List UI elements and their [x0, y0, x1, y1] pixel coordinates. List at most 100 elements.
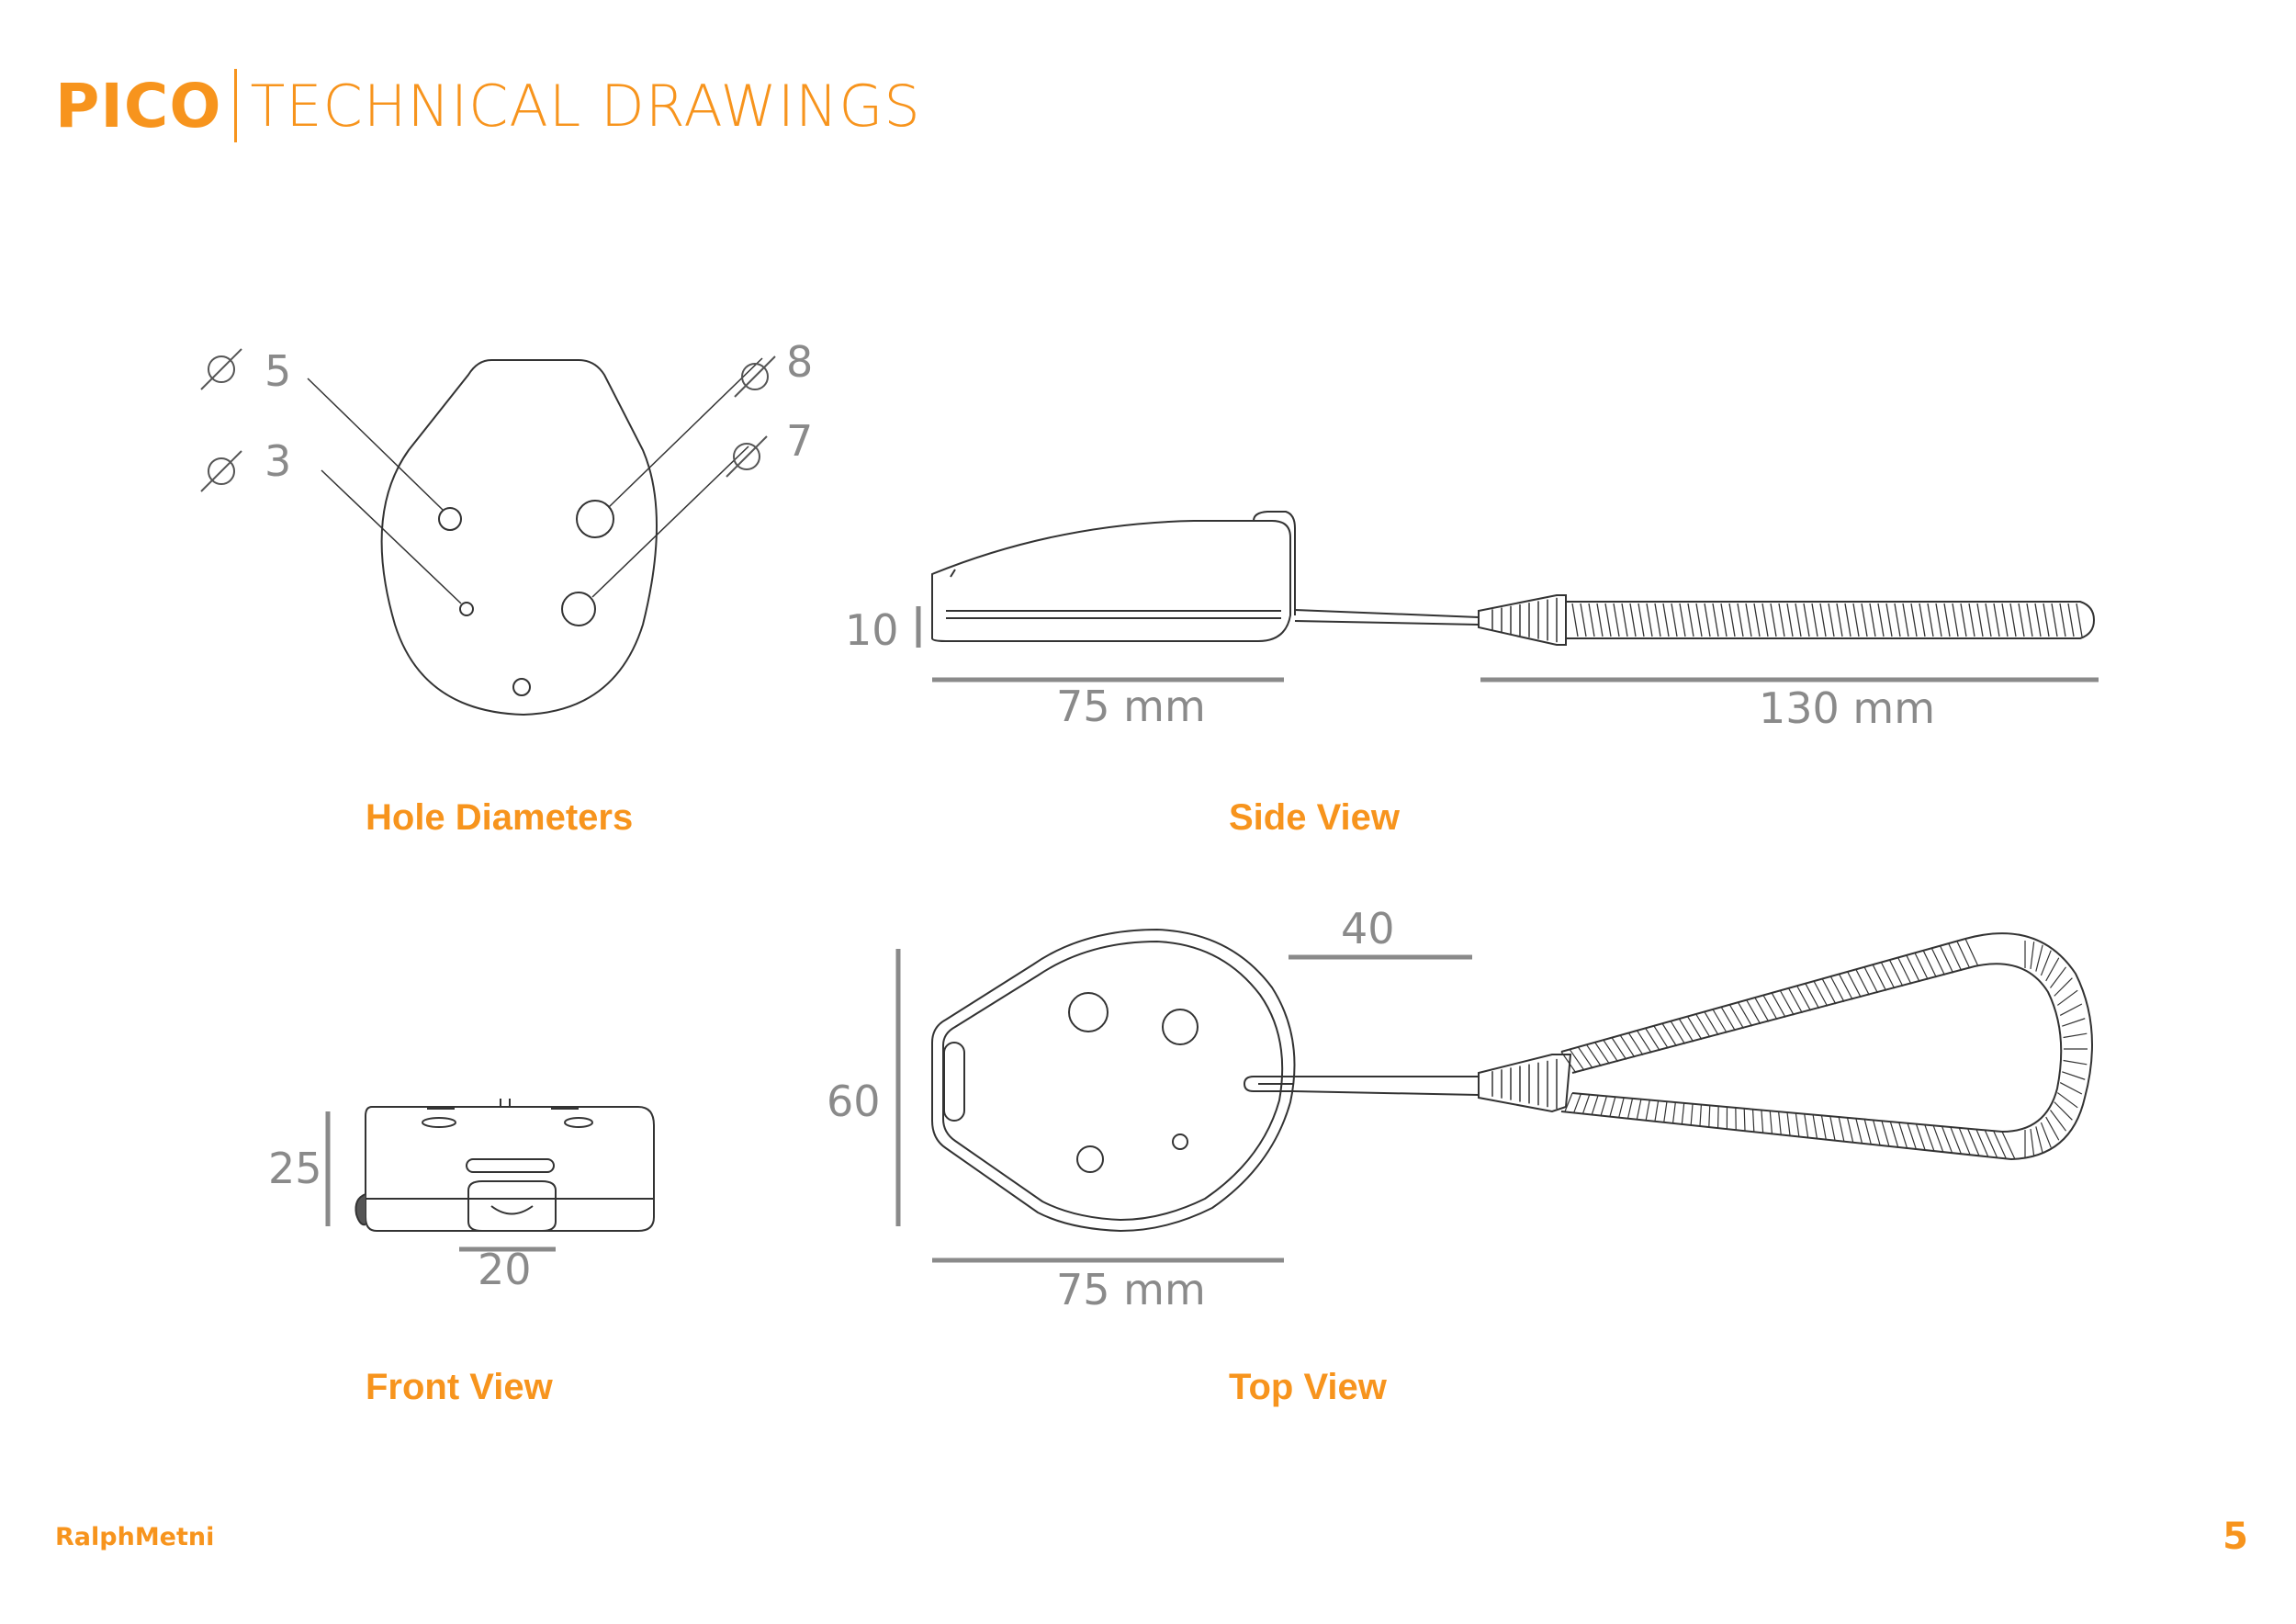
front-view-drawing [355, 1099, 655, 1232]
texture-stroke [1877, 603, 1885, 637]
diameter-icon [200, 348, 242, 390]
leader-3 [321, 469, 462, 604]
texture-stroke [1654, 603, 1661, 637]
texture-stroke [1720, 603, 1728, 637]
texture-stroke [1670, 1021, 1686, 1044]
texture-stroke [1560, 1051, 1577, 1074]
texture-stroke [2056, 989, 2078, 1006]
texture-stroke [1569, 1049, 1585, 1071]
texture-stroke [1745, 603, 1752, 637]
texture-stroke [1958, 1127, 1971, 1156]
top-strap-outer [1560, 932, 2093, 1161]
texture-stroke [2034, 603, 2042, 637]
texture-stroke [2001, 1131, 2016, 1160]
top-cord-cone [1478, 1054, 1572, 1113]
texture-stroke [1861, 603, 1868, 637]
texture-stroke [1778, 1111, 1782, 1135]
texture-stroke [2076, 603, 2083, 637]
texture-stroke [1687, 603, 1694, 637]
dimension-lines [325, 606, 2099, 1263]
texture-stroke [1968, 603, 1975, 637]
texture-stroke [1932, 1125, 1944, 1152]
hole-label-3: 3 [264, 436, 291, 486]
texture-stroke [1627, 1032, 1644, 1055]
texture-stroke [1787, 987, 1803, 1014]
texture-stroke [1564, 1092, 1573, 1112]
texture-stroke [1964, 938, 1979, 967]
texture-stroke [1984, 1130, 1998, 1158]
texture-stroke [1796, 985, 1812, 1011]
texture-stroke [2050, 1110, 2067, 1132]
texture-stroke [2063, 1032, 2088, 1039]
texture-stroke [2001, 603, 2009, 637]
side-view-drawing [931, 511, 2096, 646]
texture-stroke [1573, 1093, 1581, 1113]
hole-3 [459, 602, 474, 616]
texture-stroke [2067, 603, 2075, 637]
texture-stroke [1779, 990, 1795, 1016]
texture-stroke [1888, 959, 1904, 987]
front-clip [467, 1180, 557, 1232]
texture-stroke [1914, 953, 1929, 980]
texture-stroke [1829, 1116, 1836, 1141]
texture-stroke [1770, 603, 1777, 637]
caption-top-view: Top View [1229, 1367, 1387, 1407]
hole-label-5: 5 [264, 346, 291, 396]
side-body [931, 520, 1291, 642]
top-hole-medium [1162, 1009, 1199, 1045]
texture-stroke [1580, 603, 1587, 637]
texture-stroke [1686, 1016, 1703, 1041]
top-hole-tiny [1172, 1133, 1188, 1150]
texture-stroke [2035, 944, 2043, 972]
texture-stroke [1863, 966, 1879, 994]
texture-stroke [2040, 1122, 2052, 1148]
texture-stroke [2045, 957, 2060, 982]
leader-5 [307, 378, 444, 511]
texture-stroke [1846, 1117, 1854, 1143]
texture-stroke [1761, 1110, 1764, 1133]
texture-stroke [1704, 603, 1711, 637]
texture-stroke [1636, 1030, 1652, 1054]
texture-stroke [1671, 603, 1678, 637]
texture-stroke [1930, 947, 1946, 976]
texture-stroke [1603, 1039, 1619, 1063]
texture-stroke [2063, 1059, 2088, 1066]
texture-stroke [1737, 1001, 1753, 1027]
hole-8 [576, 500, 614, 538]
texture-stroke [1695, 1013, 1711, 1038]
texture-stroke [1847, 971, 1862, 998]
texture-stroke [1811, 603, 1818, 637]
texture-stroke [1582, 1094, 1591, 1114]
texture-stroke [1717, 1106, 1719, 1128]
side-clip [1253, 511, 1296, 615]
texture-stroke [1645, 1028, 1660, 1052]
texture-stroke [1910, 603, 1918, 637]
brand-title: PICO [55, 70, 222, 141]
texture-stroke [1939, 945, 1954, 974]
texture-stroke [1654, 1100, 1660, 1122]
texture-stroke [1881, 1121, 1890, 1146]
strap-width-label: 40 [1341, 904, 1395, 953]
texture-stroke [1762, 995, 1778, 1021]
front-knob [355, 1193, 366, 1226]
texture-stroke [1852, 603, 1860, 637]
top-body [931, 928, 1296, 1233]
texture-stroke [2059, 1003, 2083, 1016]
texture-stroke [1591, 1095, 1599, 1115]
texture-stroke [1586, 1043, 1602, 1067]
hole-label-7: 7 [786, 416, 813, 466]
texture-stroke [1873, 1120, 1881, 1145]
texture-stroke [2026, 603, 2033, 637]
texture-stroke [1621, 603, 1628, 637]
texture-stroke [1863, 1119, 1872, 1145]
texture-stroke [1819, 603, 1827, 637]
texture-stroke [1743, 1108, 1746, 1131]
texture-stroke [1813, 980, 1829, 1007]
texture-stroke [1712, 1009, 1728, 1033]
texture-stroke [1829, 976, 1845, 1002]
strap-length-label: 130 mm [1759, 683, 1935, 733]
texture-stroke [1728, 603, 1736, 637]
texture-stroke [1950, 1126, 1962, 1154]
texture-stroke [2054, 977, 2073, 997]
pico-body-outline [380, 359, 658, 716]
